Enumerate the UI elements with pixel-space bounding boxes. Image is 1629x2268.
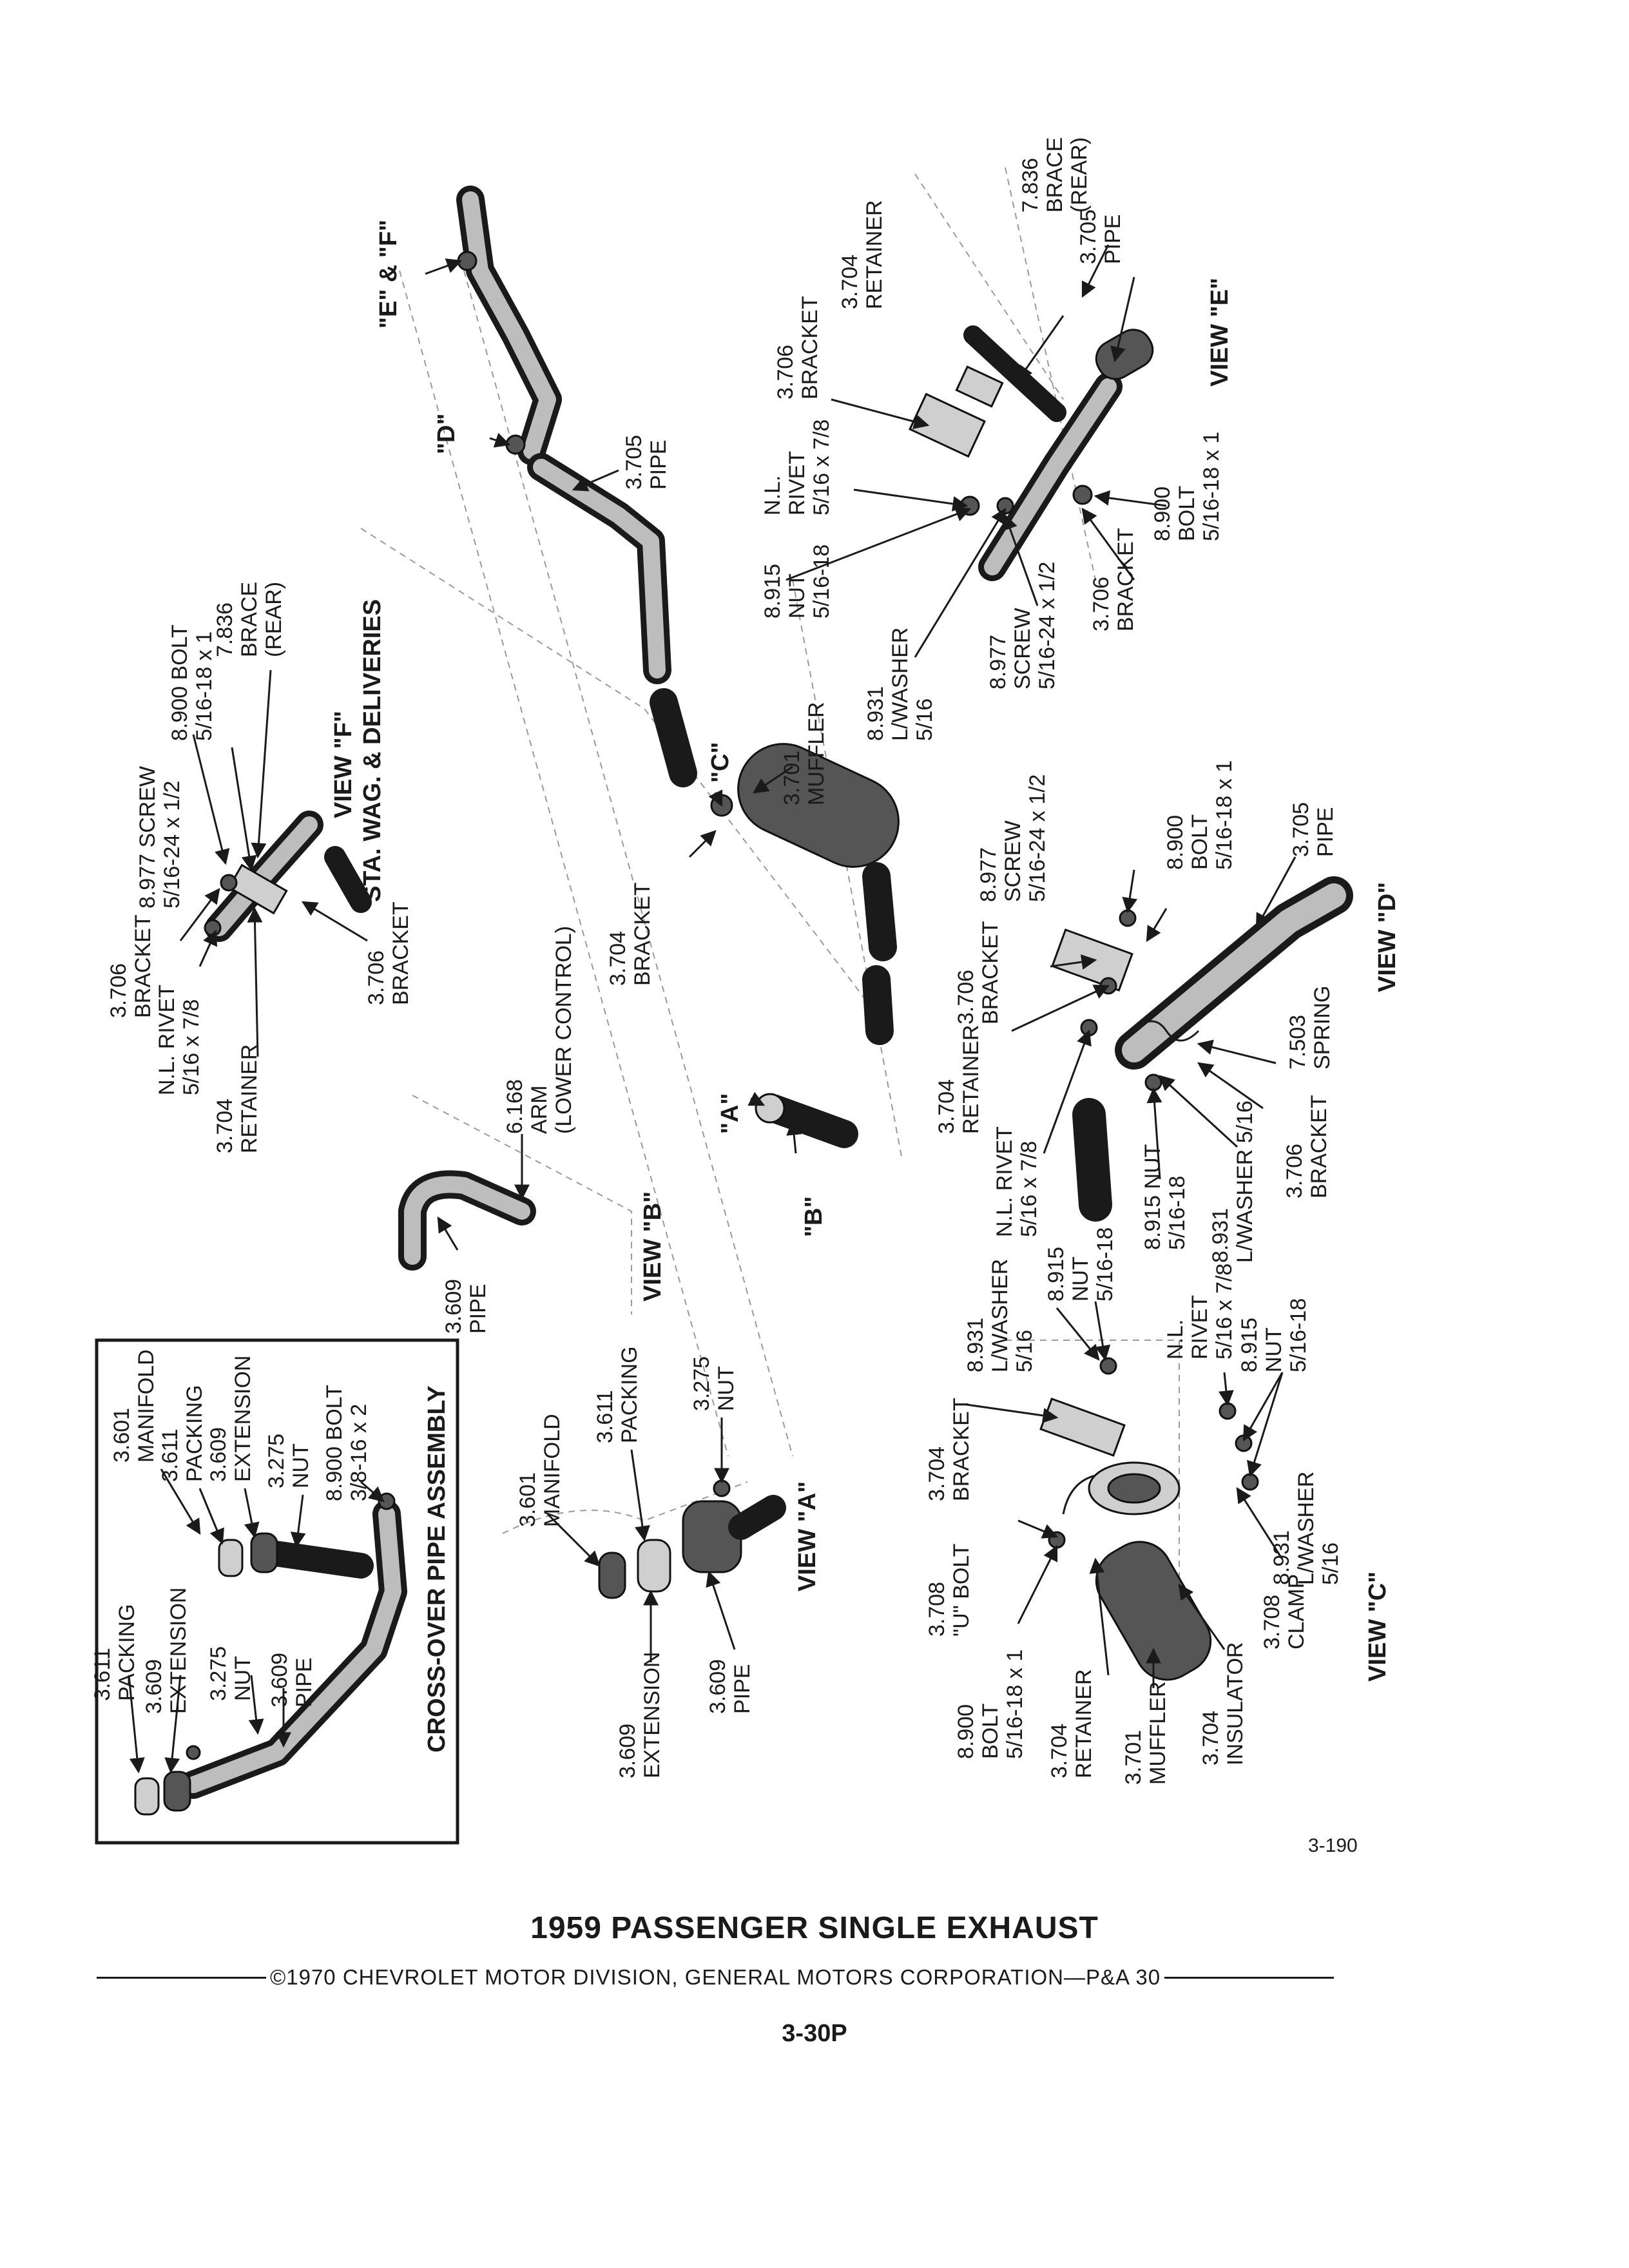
- muffler-outlet-pipe: [862, 862, 897, 961]
- clamp-d: [505, 434, 526, 455]
- callout-x-manifold: 3.601MANIFOLD: [110, 1349, 159, 1463]
- callout-x-pipe: 3.609PIPE: [267, 1653, 316, 1707]
- footer-rule-right: [1164, 1976, 1335, 1979]
- callout-d-rivet: N.L. RIVET5/16 x 7/8: [992, 1126, 1041, 1237]
- callout-c-washer-right: 8.931L/WASHER5/16: [1269, 1472, 1343, 1585]
- callout-f-screw: 8.977 SCREW5/16-24 x 1/2: [135, 766, 184, 908]
- callout-c-washer-top: 8.931L/WASHER5/16: [963, 1259, 1037, 1372]
- callout-c-nut-right: 8.915NUT5/16-18: [1237, 1298, 1311, 1372]
- view-a-title: VIEW "A": [794, 1481, 821, 1591]
- callout-x-extension-bot: 3.609EXTENSION: [142, 1588, 191, 1714]
- view-e-title: VIEW "E": [1206, 278, 1233, 387]
- callout-labels: 3.705PIPE 3.701MUFFLER 3.704BRACKET 6.16…: [90, 137, 1343, 1785]
- tag-e-and-f: "E" & "F": [375, 220, 402, 329]
- callout-c-rivet: N.L.RIVET5/16 x 7/8: [1163, 1264, 1237, 1360]
- callout-e-bracket-top: 3.706BRACKET: [773, 296, 822, 399]
- callout-c-ubolt: 3.708"U" BOLT: [925, 1544, 974, 1637]
- inlet-pipe: [759, 1094, 858, 1148]
- callout-a-extension: 3.609EXTENSION: [615, 1652, 664, 1778]
- callout-main-pipe: 3.705PIPE: [622, 435, 671, 490]
- callout-b-pipe: 3.609PIPE: [441, 1279, 490, 1334]
- callout-x-packing-bot: 3.611PACKING: [90, 1604, 139, 1701]
- callout-f-bracket-left: 3.706BRACKET: [106, 914, 155, 1018]
- page-number: 3-30P: [782, 2020, 847, 2047]
- callout-d-screw: 8.977SCREW5/16-24 x 1/2: [976, 774, 1050, 902]
- callout-e-rivet: N.L.RIVET5/16 x 7/8: [760, 419, 834, 515]
- callout-x-extension-top: 3.609EXTENSION: [206, 1356, 255, 1482]
- callout-d-nut: 8.915 NUT5/16-18: [1141, 1144, 1190, 1250]
- leader-lines: [128, 244, 1296, 1774]
- copyright-line: ©1970 CHEVROLET MOTOR DIVISION, GENERAL …: [97, 1965, 1335, 1990]
- figure-number: 3-190: [1308, 1835, 1358, 1856]
- callout-x-nut-top: 3.275NUT: [264, 1434, 313, 1488]
- muffler: [737, 743, 900, 868]
- front-pipe: [862, 965, 894, 1045]
- callout-a-manifold: 3.601MANIFOLD: [516, 1414, 564, 1527]
- callout-main-muffler: 3.701MUFFLER: [780, 702, 829, 805]
- callout-c-bracket: 3.704BRACKET: [925, 1398, 974, 1501]
- callout-f-retainer: 3.704RETAINER: [213, 1044, 262, 1153]
- flange-a: [755, 1093, 786, 1124]
- main-exhaust-assembly: [456, 186, 900, 1148]
- tag-d: "D": [433, 414, 460, 454]
- callout-e-retainer: 3.704RETAINER: [838, 200, 887, 309]
- callout-main-arm: 6.168ARM(LOWER CONTROL): [503, 926, 576, 1134]
- view-e-drawing: [909, 325, 1154, 581]
- cross-over-box: [95, 1338, 459, 1845]
- view-c-title: VIEW "C": [1364, 1571, 1391, 1682]
- footer-rule-left: [97, 1976, 266, 1979]
- callout-d-bolt: 8.900BOLT5/16-18 x 1: [1163, 760, 1237, 870]
- clamp-e-f: [457, 251, 477, 271]
- copyright-text: ©1970 CHEVROLET MOTOR DIVISION, GENERAL …: [269, 1965, 1161, 1989]
- callout-a-nut: 3.275NUT: [689, 1356, 738, 1411]
- pipe-section: [650, 688, 697, 787]
- callout-e-bolt: 8.900BOLT5/16-18 x 1: [1150, 432, 1224, 541]
- callout-d-bracket-bot: 3.706BRACKET: [1282, 1095, 1331, 1198]
- view-b-title: VIEW "B": [639, 1191, 666, 1302]
- callout-f-bolt: 8.900 BOLT5/16-18 x 1: [168, 624, 217, 741]
- view-c-drawing: [1039, 1357, 1259, 1681]
- callout-c-nut-top: 8.915NUT5/16-18: [1044, 1227, 1117, 1302]
- callout-e-nut: 8.915NUT5/16-18: [760, 544, 834, 619]
- tag-c: "C": [707, 742, 734, 783]
- callout-c-clamp: 3.708CLAMP: [1260, 1574, 1309, 1649]
- callout-d-spring: 7.503SPRING: [1286, 986, 1335, 1070]
- callout-e-pipe: 3.705PIPE: [1076, 209, 1125, 264]
- callout-d-bracket: 3.706BRACKET: [954, 921, 1003, 1024]
- callout-e-brace: 7.836BRACE(REAR): [1018, 137, 1092, 213]
- page-title: 1959 PASSENGER SINGLE EXHAUST: [530, 1911, 1099, 1945]
- cross-over-title: CROSS-OVER PIPE ASSEMBLY: [423, 1386, 450, 1753]
- callout-f-bracket-right: 3.706BRACKET: [364, 901, 413, 1005]
- callout-a-pipe: 3.609PIPE: [706, 1659, 755, 1714]
- frame-ghost-lines: [360, 167, 1180, 1598]
- callout-d-washer: 8.931L/WASHER 5/16: [1208, 1100, 1257, 1263]
- view-f-subtitle: STA. WAG. & DELIVERIES: [359, 599, 386, 902]
- callout-c-muffler: 3.701MUFFLER: [1121, 1681, 1170, 1785]
- tag-b: "B": [800, 1196, 827, 1237]
- callout-x-bolt: 8.900 BOLT3/8-16 x 2: [322, 1385, 371, 1501]
- callout-c-retainer: 3.704RETAINER: [1047, 1669, 1096, 1778]
- callout-f-rivet: N.L. RIVET5/16 x 7/8: [155, 985, 204, 1095]
- callout-main-bracket: 3.704BRACKET: [606, 882, 655, 986]
- view-d-title: VIEW "D": [1374, 882, 1401, 992]
- tag-a: "A": [717, 1093, 744, 1134]
- view-f-drawing: [204, 811, 372, 942]
- callout-x-nut-bot: 3.275NUT: [206, 1646, 255, 1701]
- callout-c-insulator: 3.704INSULATOR: [1199, 1642, 1248, 1765]
- callout-d-pipe: 3.705PIPE: [1289, 802, 1338, 857]
- callout-c-bolt: 8.900BOLT5/16-18 x 1: [954, 1649, 1027, 1759]
- callout-x-packing-top: 3.611PACKING: [158, 1385, 207, 1482]
- callout-e-screw: 8.977SCREW5/16-24 x 1/2: [986, 562, 1059, 689]
- view-tags: "E" & "F" "D" "C" "A" "B" VIEW "E" VIEW …: [330, 220, 1401, 1753]
- view-b-drawing: [398, 1170, 536, 1271]
- view-f-title: VIEW "F": [330, 711, 357, 818]
- callout-d-retainer: 3.704RETAINER: [934, 1025, 983, 1134]
- callout-e-bracket-bot: 3.706BRACKET: [1089, 528, 1138, 631]
- callout-e-washer: 8.931L/WASHER5/16: [863, 628, 937, 741]
- callout-a-packing: 3.611PACKING: [593, 1346, 642, 1443]
- callout-f-brace: 7.836BRACE(REAR): [213, 582, 286, 657]
